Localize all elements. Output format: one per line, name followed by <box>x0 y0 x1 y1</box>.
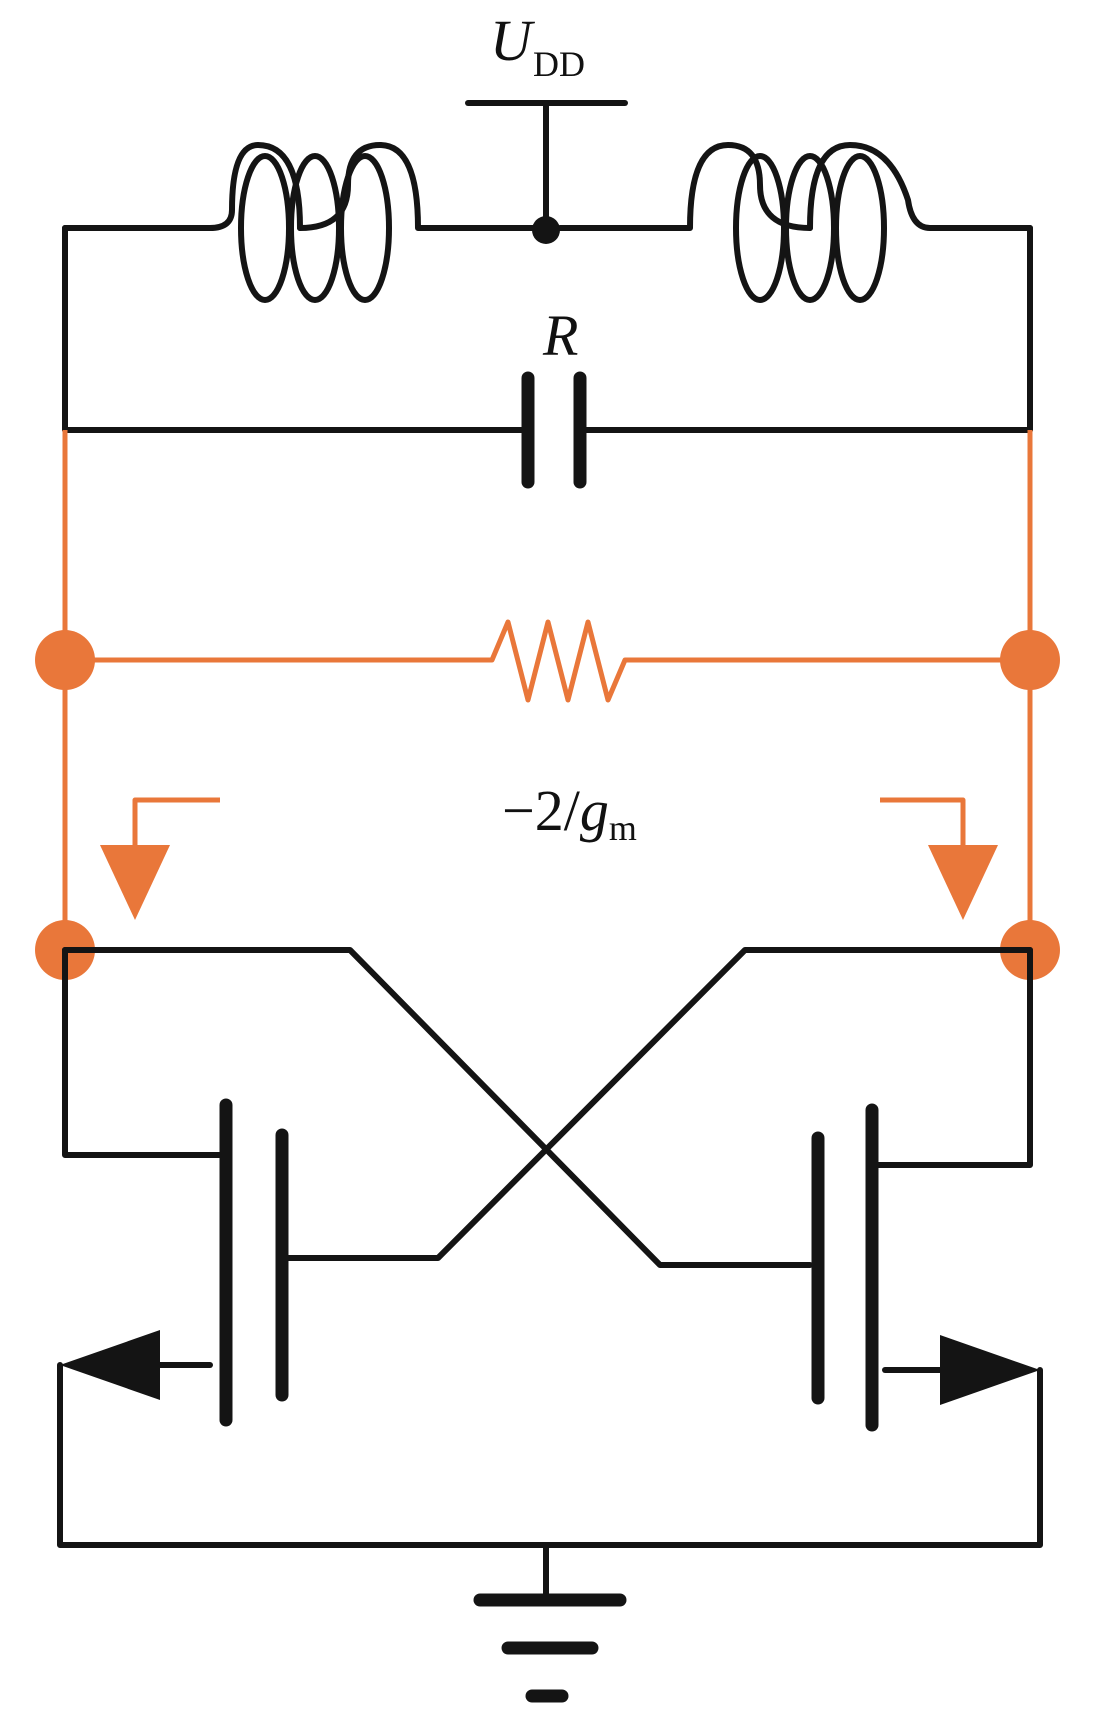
supply-label: U <box>490 8 536 73</box>
right-upper-node <box>1000 630 1060 690</box>
component-label-r: R <box>542 303 578 368</box>
left-drain-wire <box>62 947 229 1158</box>
right-current-arrow-icon <box>880 797 998 920</box>
cross-coupling <box>62 947 1033 1268</box>
right-drain-to-left-gate <box>285 947 1033 1261</box>
ground-icon <box>473 1542 627 1703</box>
left-drain-to-right-gate <box>62 947 813 1268</box>
right-source-arrow-icon <box>940 1335 1040 1405</box>
right-drain-wire <box>869 947 1033 1168</box>
resistor <box>65 619 1030 703</box>
left-current-arrow-icon <box>100 797 220 920</box>
left-source-arrow-icon <box>60 1330 160 1400</box>
supply-terminal <box>465 100 628 244</box>
right-inductor <box>557 142 1033 303</box>
left-transistor <box>60 1098 289 1427</box>
negative-resistance-model <box>35 430 1060 980</box>
left-inductor <box>62 142 536 303</box>
capacitor <box>62 371 1033 489</box>
negative-resistance-label: −2/gm <box>502 778 637 848</box>
left-upper-node <box>35 630 95 690</box>
right-transistor <box>811 1103 1040 1432</box>
source-rail <box>57 1362 1043 1548</box>
supply-node-dot <box>532 216 560 244</box>
supply-label-subscript: DD <box>533 44 585 84</box>
